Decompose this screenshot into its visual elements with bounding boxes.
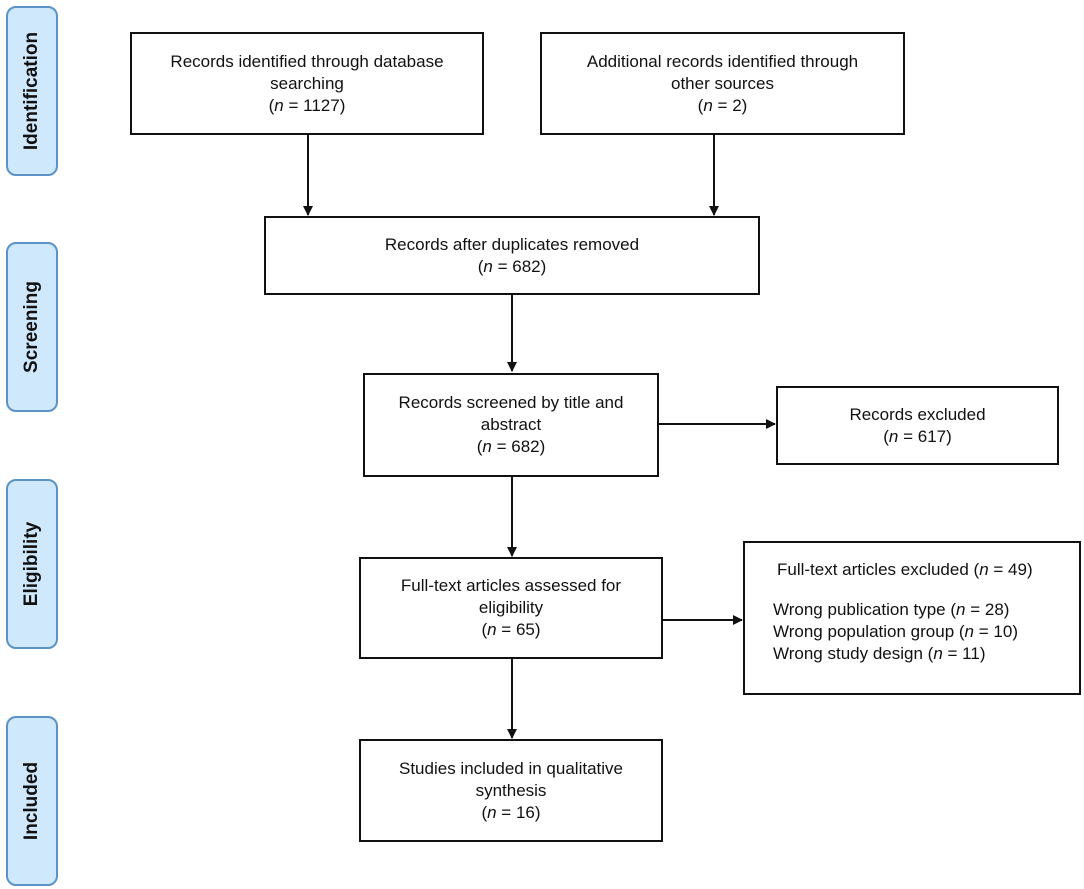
n-symbol: n bbox=[274, 95, 284, 115]
count-value: 1127 bbox=[303, 95, 340, 115]
n-symbol: n bbox=[487, 620, 497, 639]
stage-tab-eligibility: Eligibility bbox=[6, 479, 58, 649]
box-studies-included: Studies included in qualitative synthesi… bbox=[359, 739, 663, 842]
box-records-screened: Records screened by title and abstract (… bbox=[363, 373, 659, 477]
count-value: 49 bbox=[1008, 560, 1027, 579]
stage-tab-identification: Identification bbox=[6, 6, 58, 176]
exclusion-reason-count: 10 bbox=[993, 622, 1013, 641]
n-symbol: n bbox=[964, 622, 975, 641]
n-symbol: n bbox=[703, 95, 713, 115]
box-records-excluded-count: (n = 617) bbox=[883, 426, 952, 446]
box-fulltext-excluded: Full-text articles excluded (n = 49) Wro… bbox=[743, 541, 1081, 695]
box-studies-included-line1: Studies included in qualitative bbox=[399, 758, 623, 778]
box-database-search-count: (n = 1127) bbox=[268, 95, 346, 115]
box-duplicates-removed-line1: Records after duplicates removed bbox=[384, 234, 640, 254]
n-symbol: n bbox=[888, 426, 899, 446]
exclusion-reason-item: Wrong publication type (n = 28) bbox=[773, 600, 1010, 619]
exclusion-reason-count: 11 bbox=[962, 644, 980, 663]
exclusion-reason-count: 28 bbox=[984, 600, 1004, 619]
n-symbol: n bbox=[979, 560, 989, 579]
exclusion-reason-item: Wrong population group (n = 10) bbox=[773, 622, 1018, 641]
exclusion-reason-label: Wrong population group bbox=[773, 622, 955, 641]
stage-tab-included: Included bbox=[6, 716, 58, 886]
exclusion-reason-item: Wrong study design (n = 11) bbox=[773, 644, 986, 663]
box-duplicates-removed: Records after duplicates removed (n = 68… bbox=[264, 216, 760, 295]
box-fulltext-excluded-title: Full-text articles excluded (n = 49) bbox=[777, 560, 1033, 579]
n-symbol: n bbox=[483, 256, 493, 276]
exclusion-reason-label: Wrong publication type bbox=[773, 600, 946, 619]
n-symbol: n bbox=[487, 802, 497, 822]
box-other-sources: Additional records identified through ot… bbox=[540, 32, 905, 135]
count-value: 682 bbox=[512, 256, 541, 276]
count-value: 2 bbox=[732, 95, 742, 115]
count-value: 65 bbox=[515, 620, 535, 639]
box-records-screened-line2: abstract bbox=[480, 415, 542, 434]
box-database-search-line1: Records identified through database bbox=[170, 51, 444, 71]
box-records-excluded-line1: Records excluded bbox=[849, 404, 986, 424]
box-fulltext-assessed: Full-text articles assessed for eligibil… bbox=[359, 557, 663, 659]
count-value: 16 bbox=[515, 802, 535, 822]
box-fulltext-assessed-line2: eligibility bbox=[478, 598, 544, 617]
fulltext-excluded-title-text: Full-text articles excluded bbox=[777, 560, 969, 579]
box-fulltext-assessed-line1: Full-text articles assessed for bbox=[400, 576, 622, 595]
box-duplicates-removed-count: (n = 682) bbox=[477, 256, 547, 276]
box-other-sources-line1: Additional records identified through bbox=[586, 51, 859, 71]
box-other-sources-line2: other sources bbox=[671, 73, 774, 93]
exclusion-reason-label: Wrong study design bbox=[773, 644, 923, 663]
stage-tab-screening: Screening bbox=[6, 242, 58, 412]
n-symbol: n bbox=[956, 600, 966, 619]
box-other-sources-count: (n = 2) bbox=[697, 95, 748, 115]
box-records-screened-line1: Records screened by title and bbox=[398, 393, 624, 412]
box-records-excluded: Records excluded (n = 617) bbox=[776, 386, 1059, 465]
count-value: 617 bbox=[917, 426, 947, 446]
box-database-search-line2: searching bbox=[270, 73, 344, 93]
box-database-search: Records identified through database sear… bbox=[130, 32, 484, 135]
n-symbol: n bbox=[933, 644, 943, 663]
box-studies-included-line2: synthesis bbox=[475, 780, 547, 800]
box-records-screened-count: (n = 682) bbox=[476, 437, 546, 456]
box-studies-included-count: (n = 16) bbox=[481, 802, 541, 822]
count-value: 682 bbox=[511, 437, 540, 456]
n-symbol: n bbox=[482, 437, 492, 456]
box-fulltext-assessed-count: (n = 65) bbox=[481, 620, 541, 639]
